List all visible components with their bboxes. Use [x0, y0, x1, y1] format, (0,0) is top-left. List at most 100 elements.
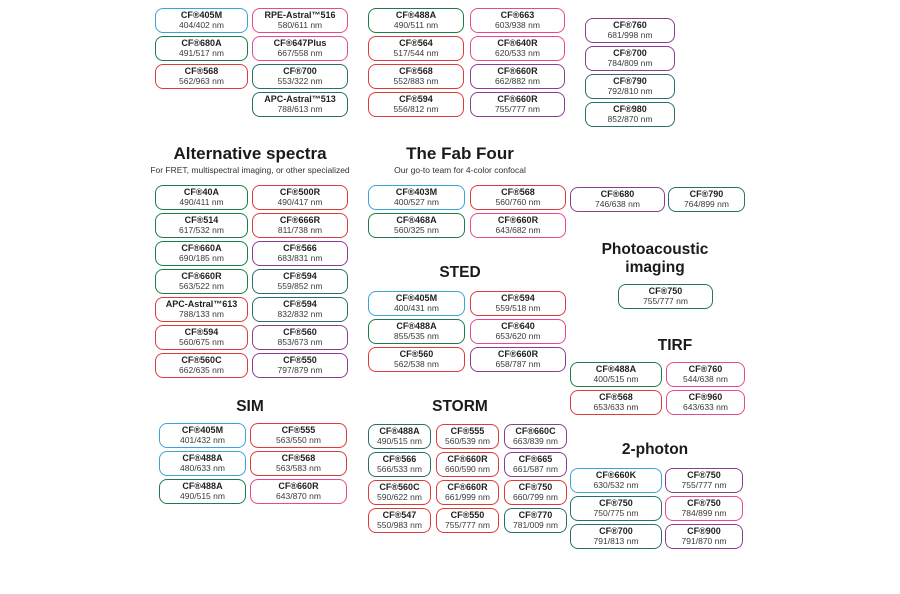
- dye-wavelengths: 590/622 nm: [377, 491, 422, 502]
- dye-name: CF®660R: [447, 454, 488, 465]
- dye-name: CF®547: [382, 510, 417, 521]
- dye-name: CF®568: [399, 66, 433, 77]
- dye-name: CF®960: [688, 392, 723, 403]
- dye-wavelengths: 791/870 nm: [681, 535, 727, 546]
- dye-name: CF®405M: [181, 425, 224, 436]
- section-title-sim: SIM: [236, 398, 264, 415]
- dye-name: CF®666R: [279, 215, 321, 226]
- dye-name: CF®568: [281, 453, 316, 464]
- dye-wavelengths: 490/511 nm: [393, 19, 439, 30]
- section-subtitle-fab-four: Our go-to team for 4-color confocal: [394, 165, 526, 175]
- dye-wavelengths: 764/899 nm: [684, 198, 729, 209]
- dye-name: CF®594: [184, 327, 219, 338]
- dye-name: CF®647Plus: [273, 38, 327, 49]
- dye-wavelengths: 811/738 nm: [277, 224, 323, 235]
- dye-name: RPE-Astral™516: [264, 10, 336, 21]
- dye-name: CF®560C: [181, 355, 222, 366]
- dye-wavelengths: 755/777 nm: [445, 519, 490, 530]
- dye-wavelengths: 690/185 nm: [179, 252, 224, 263]
- dye-wavelengths: 566/533 nm: [377, 463, 422, 474]
- dye-name: CF®560: [283, 327, 317, 338]
- section-title-photoacoustic-imaging: Photoacoustic imaging: [601, 241, 709, 276]
- dye-name: CF®660K: [595, 470, 637, 481]
- dye-name: APC-Astral™513: [264, 94, 336, 105]
- dye-wavelengths: 556/812 nm: [393, 103, 439, 114]
- dye-name: CF®660R: [497, 349, 539, 360]
- section-subtitle-alternative-spectra: For FRET, multispectral imaging, or othe…: [150, 165, 350, 175]
- dye-wavelengths: 560/675 nm: [179, 336, 224, 347]
- dye-wavelengths: 553/322 nm: [277, 75, 323, 86]
- dye-name: CF®750: [687, 470, 721, 481]
- dye-name: CF®680A: [181, 38, 222, 49]
- dye-name: CF®568: [599, 392, 633, 403]
- dye-name: CF®640R: [497, 38, 538, 49]
- dye-name: CF®770: [518, 510, 553, 521]
- dye-name: CF®790: [689, 189, 724, 200]
- dye-name: CF®660R: [181, 271, 222, 282]
- section-title-storm: STORM: [432, 398, 488, 415]
- dye-name: CF®514: [184, 215, 219, 226]
- dye-wavelengths: 653/620 nm: [495, 330, 541, 341]
- dye-wavelengths: 401/432 nm: [180, 434, 225, 445]
- dye-wavelengths: 746/638 nm: [595, 198, 640, 209]
- dye-wavelengths: 560/539 nm: [445, 435, 490, 446]
- dye-wavelengths: 491/517 nm: [179, 47, 224, 58]
- dye-name: CF®660A: [181, 243, 222, 254]
- dye-wavelengths: 658/787 nm: [495, 358, 541, 369]
- dye-wavelengths: 562/538 nm: [394, 358, 439, 369]
- dye-wavelengths: 630/532 nm: [593, 479, 639, 490]
- dye-name: CF®760: [613, 20, 647, 31]
- dye-name: CF®663: [500, 10, 535, 21]
- dye-wavelengths: 563/550 nm: [276, 434, 321, 445]
- dye-wavelengths: 784/809 nm: [607, 57, 653, 68]
- dye-wavelengths: 663/839 nm: [513, 435, 558, 446]
- section-title-2-photon: 2-photon: [621, 441, 689, 458]
- dye-name: CF®488A: [379, 426, 420, 437]
- dye-wavelengths: 560/760 nm: [495, 196, 541, 207]
- dye-name: CF®555: [450, 426, 485, 437]
- dye-name: CF®566: [283, 243, 317, 254]
- dye-wavelengths: 480/633 nm: [180, 462, 225, 473]
- dye-wavelengths: 643/633 nm: [683, 401, 728, 412]
- dye-wavelengths: 683/831 nm: [277, 252, 323, 263]
- dye-name: CF®468A: [396, 215, 437, 226]
- dye-wavelengths: 603/938 nm: [495, 19, 540, 30]
- dye-wavelengths: 661/587 nm: [513, 463, 558, 474]
- dye-name: CF®750: [599, 498, 633, 509]
- dye-wavelengths: 792/810 nm: [607, 85, 653, 96]
- dye-name: APC-Astral™613: [165, 299, 238, 310]
- dye-name: CF®488A: [395, 10, 437, 21]
